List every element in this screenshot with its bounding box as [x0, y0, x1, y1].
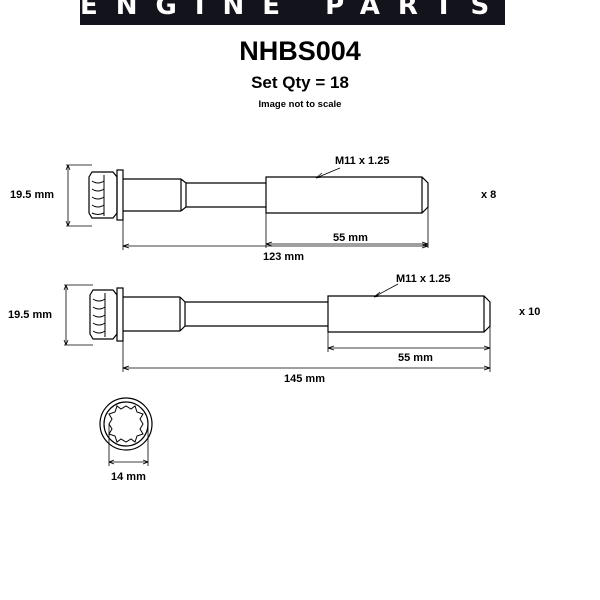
bolt-a-flange: [116, 169, 124, 221]
bolt-a-quantity-label: x 8: [481, 189, 496, 201]
bolt-b: [89, 287, 491, 342]
bolt-a-head: [88, 171, 118, 219]
bolt-b-total-dim: [122, 341, 491, 372]
bolt-b-total-length-label: 145 mm: [284, 373, 325, 385]
bolt-b-thread-leader: [373, 283, 399, 298]
bolt-a: [88, 169, 429, 221]
end-view-width-dim: [108, 424, 149, 466]
bolt-a-total-length-label: 123 mm: [263, 251, 304, 263]
brand-banner: ENGINE PARTS: [80, 0, 505, 25]
bolt-b-taper: [179, 296, 186, 332]
bolt-b-thread-length-label: 55 mm: [398, 352, 433, 364]
bolt-a-thread-leader: [315, 167, 341, 179]
bolt-b-waist: [185, 301, 328, 327]
end-view-width-label: 14 mm: [111, 471, 146, 483]
bolt-b-head-dim-label: 19.5 mm: [8, 309, 52, 321]
bolt-a-thread-length-label: 55 mm: [333, 232, 368, 244]
bolt-b-upper-shank: [123, 296, 180, 332]
bolt-a-upper-shank: [123, 178, 181, 212]
bolt-a-taper: [180, 178, 187, 212]
end-view-inner-circle: [103, 401, 149, 447]
bolt-a-thread-dim: [265, 207, 429, 248]
bolt-a-head-dim-label: 19.5 mm: [10, 189, 54, 201]
bolt-a-thread-label: M11 x 1.25: [335, 155, 389, 167]
bolt-b-head-dim: [63, 284, 93, 346]
brand-banner-text: ENGINE PARTS: [80, 0, 505, 21]
bolt-b-flange: [116, 287, 124, 342]
bolt-b-head: [89, 289, 118, 340]
bolt-a-head-flutes: [91, 175, 105, 216]
bolt-b-thread-dim: [327, 326, 491, 372]
bolt-b-head-flutes: [92, 293, 106, 337]
bolt-a-waist: [186, 182, 266, 208]
scale-note: Image not to scale: [258, 99, 342, 110]
bolt-a-head-dim: [65, 164, 92, 227]
bolt-end-view: [99, 397, 153, 451]
part-number: NHBS004: [239, 36, 361, 66]
bolt-a-total-dim: [122, 220, 429, 250]
set-quantity: Set Qty = 18: [251, 73, 349, 92]
end-view-outer-circle: [99, 397, 153, 451]
bolt-b-quantity-label: x 10: [519, 306, 540, 318]
bolt-b-thread: [327, 295, 491, 333]
end-view-twelve-point: [108, 405, 144, 443]
bolt-a-thread: [265, 176, 429, 214]
bolt-b-thread-label: M11 x 1.25: [396, 273, 450, 285]
